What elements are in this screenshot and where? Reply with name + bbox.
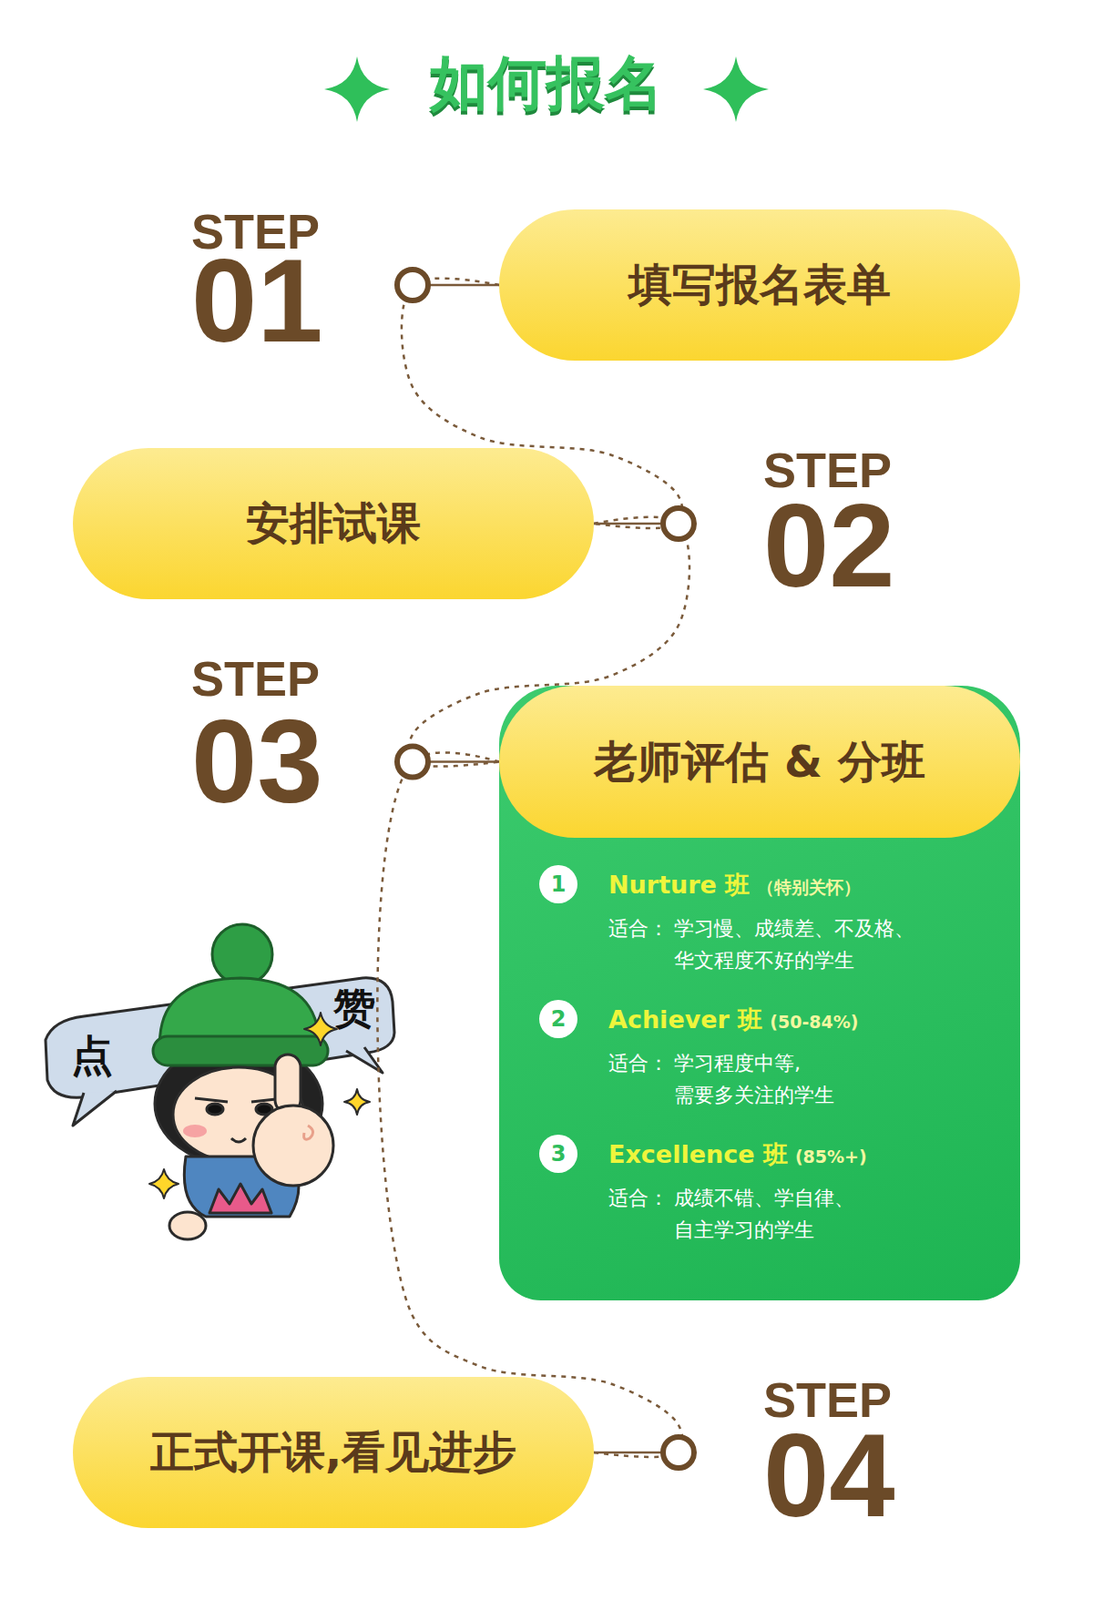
sparkles <box>149 1012 370 1199</box>
number-circle: 3 <box>539 1134 578 1174</box>
class-content: Nurture 班（特别关怀） 适合：学习慢、成绩差、不及格、 华文程度不好的学生 <box>608 868 934 977</box>
class-content: Excellence 班 (85%+) 适合：成绩不错、学自律、 自主学习的学生 <box>608 1138 934 1247</box>
fit-label: 适合： <box>608 1182 675 1247</box>
timeline-dot <box>397 269 429 301</box>
fist-curl <box>304 1125 314 1140</box>
class-row: 3 Excellence 班 (85%+) 适合：成绩不错、学自律、 自主学习的学生 <box>539 1138 993 1247</box>
step-text: 填写报名表单 <box>628 255 891 315</box>
class-title-line: Nurture 班（特别关怀） <box>608 868 934 902</box>
step-number: 04 <box>763 1416 896 1535</box>
cartoon-caption: 点 <box>71 1034 113 1077</box>
hat-brim <box>153 1036 328 1066</box>
fit-label: 适合： <box>608 912 675 977</box>
eye <box>206 1103 224 1115</box>
class-name: Nurture 班 <box>608 868 750 902</box>
class-range: (85%+) <box>795 1146 868 1167</box>
fit-description: 成绩不错、学自律、 自主学习的学生 <box>674 1182 934 1247</box>
fit-label: 适合： <box>608 1047 675 1112</box>
fit-description: 学习慢、成绩差、不及格、 华文程度不好的学生 <box>674 912 934 977</box>
sparkle <box>344 1089 370 1115</box>
class-row: 1 Nurture 班（特别关怀） 适合：学习慢、成绩差、不及格、 华文程度不好的学… <box>539 868 993 977</box>
eyelid <box>194 1098 285 1103</box>
title: 如何报名 <box>0 51 1093 115</box>
step-word: STEP <box>191 653 320 704</box>
foot <box>169 1212 206 1240</box>
timeline-dot <box>663 1437 695 1469</box>
fist <box>253 1105 334 1186</box>
class-range: (50-84%) <box>769 1011 859 1032</box>
timeline-dot <box>397 746 429 778</box>
class-title-line: Excellence 班 (85%+) <box>608 1138 934 1172</box>
callout-number: 1 <box>551 873 567 896</box>
cartoon-caption: 赞 <box>333 987 376 1030</box>
thumb <box>275 1054 301 1114</box>
step-text: 安排试课 <box>245 494 421 553</box>
card-header: 老师评估 & 分班 <box>499 685 1021 838</box>
speech-tail <box>72 1091 117 1126</box>
callout-number: 3 <box>551 1143 567 1165</box>
class-title-line: Achiever 班 (50-84%) <box>608 1003 934 1037</box>
class-name: Excellence 班 <box>608 1138 788 1172</box>
sparkle <box>324 56 390 123</box>
mouth <box>231 1138 246 1143</box>
hat-pompom <box>212 924 273 985</box>
cartoon <box>45 924 395 1240</box>
step-number: 02 <box>763 486 896 605</box>
sparkle <box>304 1012 338 1046</box>
fit-description: 学习程度中等, 需要多关注的学生 <box>674 1047 934 1112</box>
assessment-card: 老师评估 & 分班1Nurture 班（特别关怀）适合：学习慢、成绩差、不及格、… <box>499 685 1021 1301</box>
sparkle <box>703 56 769 123</box>
number-circle: 1 <box>539 865 578 904</box>
class-content: Achiever 班 (50-84%) 适合：学习程度中等, 需要多关注的学生 <box>608 1003 934 1112</box>
callout-number: 2 <box>551 1008 567 1031</box>
belly-lotus <box>209 1184 272 1214</box>
number-circle: 2 <box>539 1000 578 1039</box>
step-text: 正式开课,看见进步 <box>150 1423 517 1482</box>
timeline-dot <box>663 508 695 540</box>
step-pill: 正式开课,看见进步 <box>72 1377 594 1529</box>
blush <box>183 1124 207 1138</box>
step-number: 03 <box>191 702 324 821</box>
sparkle <box>149 1169 179 1199</box>
class-range: （特别关怀） <box>756 876 861 900</box>
step-number: 01 <box>191 241 324 360</box>
class-row: 2 Achiever 班 (50-84%) 适合：学习程度中等, 需要多关注的学生 <box>539 1003 993 1112</box>
class-fit-line: 适合：成绩不错、学自律、 自主学习的学生 <box>608 1182 934 1247</box>
step-pill: 安排试课 <box>72 448 594 600</box>
card-heading: 老师评估 & 分班 <box>593 733 925 792</box>
step-pill: 填写报名表单 <box>499 209 1021 361</box>
class-fit-line: 适合：学习程度中等, 需要多关注的学生 <box>608 1047 934 1112</box>
class-name: Achiever 班 <box>608 1003 763 1037</box>
card-body: 1Nurture 班（特别关怀）适合：学习慢、成绩差、不及格、 华文程度不好的学… <box>499 837 1021 1301</box>
class-fit-line: 适合：学习慢、成绩差、不及格、 华文程度不好的学生 <box>608 912 934 977</box>
